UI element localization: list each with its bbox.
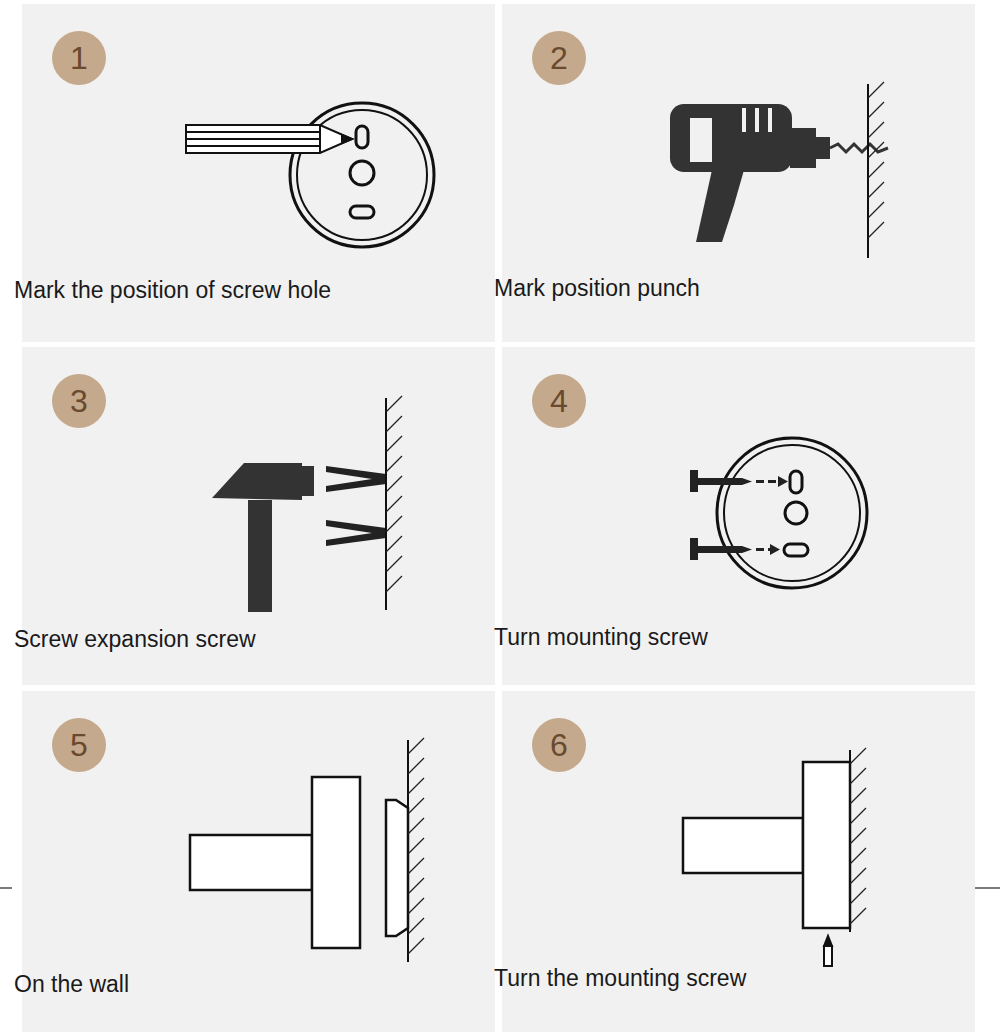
step-number: 6 xyxy=(550,729,568,761)
hatch-stroke xyxy=(386,516,402,532)
wall xyxy=(849,750,851,932)
hatch-stroke xyxy=(408,818,424,834)
wall xyxy=(867,84,869,258)
hatch-stroke xyxy=(850,768,866,784)
hatch-stroke xyxy=(868,142,884,158)
expansion-anchor xyxy=(326,466,386,546)
step-number-badge: 2 xyxy=(532,31,586,85)
step-number-badge: 3 xyxy=(52,374,106,428)
hatch-stroke xyxy=(408,838,424,854)
hatch-stroke xyxy=(386,416,402,432)
step-number: 3 xyxy=(70,385,88,417)
step-caption: On the wall xyxy=(14,971,129,998)
step-panel: Turn mounting screw4 xyxy=(502,347,975,685)
hatch-stroke xyxy=(868,102,884,118)
hatch-stroke xyxy=(386,436,402,452)
step-number: 4 xyxy=(550,385,568,417)
drill-bit xyxy=(830,144,888,152)
step-caption: Turn mounting screw xyxy=(494,624,708,651)
hatch-stroke xyxy=(850,748,866,764)
drill xyxy=(670,104,830,242)
hatch-stroke xyxy=(386,396,402,412)
step-number: 5 xyxy=(70,729,88,761)
step-caption: Mark position punch xyxy=(494,275,700,302)
step-caption: Screw expansion screw xyxy=(14,626,256,653)
wall xyxy=(385,398,387,610)
hatch-stroke xyxy=(868,202,884,218)
hatch-stroke xyxy=(408,918,424,934)
pencil xyxy=(186,125,352,153)
hatch-stroke xyxy=(850,908,866,924)
hatch-stroke xyxy=(408,798,424,814)
hook xyxy=(190,777,408,948)
hatch-stroke xyxy=(408,758,424,774)
hatch-stroke xyxy=(408,858,424,874)
step-panel: On the wall5 xyxy=(22,691,495,1032)
hatch-stroke xyxy=(850,808,866,824)
hatch-stroke xyxy=(386,456,402,472)
step-number-badge: 1 xyxy=(52,31,106,85)
hatch-stroke xyxy=(868,82,884,98)
set-screw xyxy=(824,936,832,966)
hatch-stroke xyxy=(850,788,866,804)
hatch-stroke xyxy=(868,122,884,138)
step-panel: Turn the mounting screw6 xyxy=(502,691,975,1032)
hatch-stroke xyxy=(868,182,884,198)
step-caption: Mark the position of screw hole xyxy=(14,277,331,304)
hatch-stroke xyxy=(386,576,402,592)
step-number: 2 xyxy=(550,42,568,74)
screw xyxy=(690,470,788,560)
hatch-stroke xyxy=(386,476,402,492)
hatch-stroke xyxy=(386,496,402,512)
step-number-badge: 6 xyxy=(532,718,586,772)
hatch-stroke xyxy=(408,778,424,794)
hatch-stroke xyxy=(850,868,866,884)
hatch-stroke xyxy=(850,828,866,844)
hatch-stroke xyxy=(408,878,424,894)
mounting-plate xyxy=(717,438,867,588)
hatch-stroke xyxy=(386,536,402,552)
step-panel: Mark the position of screw hole1 xyxy=(22,4,495,342)
step-panel: Mark position punch2 xyxy=(502,4,975,342)
hatch-stroke xyxy=(868,222,884,238)
hatch-stroke xyxy=(408,938,424,954)
step-number: 1 xyxy=(70,42,88,74)
hook xyxy=(683,762,850,928)
hatch-stroke xyxy=(850,888,866,904)
hatch-stroke xyxy=(850,848,866,864)
hatch-stroke xyxy=(408,738,424,754)
step-number-badge: 5 xyxy=(52,718,106,772)
wall-hatching xyxy=(386,82,884,954)
step-number-badge: 4 xyxy=(532,374,586,428)
hatch-stroke xyxy=(408,898,424,914)
hatch-stroke xyxy=(868,162,884,178)
hammer xyxy=(212,463,314,612)
hatch-stroke xyxy=(386,556,402,572)
step-caption: Turn the mounting screw xyxy=(494,965,746,992)
panel-grounds xyxy=(22,4,975,1032)
step-panel: Screw expansion screw3 xyxy=(22,347,495,685)
